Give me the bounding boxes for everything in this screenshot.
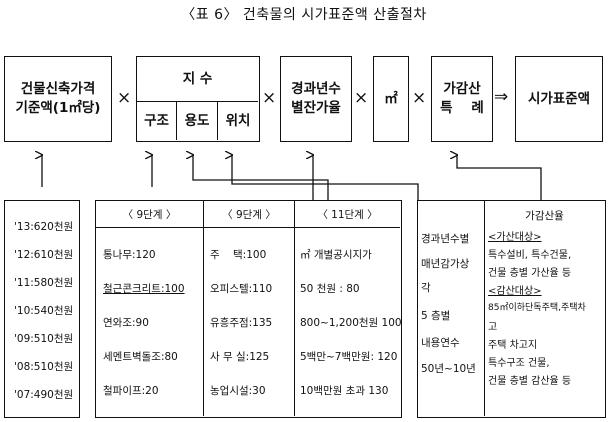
depreciation-row: 내용연수	[421, 337, 460, 349]
tables-split-2	[294, 201, 295, 416]
location-table-header: 〈 11단계 〉	[317, 208, 378, 221]
times-operator-4: ×	[412, 88, 427, 108]
structure-row: 세멘트벽돌조:80	[103, 351, 178, 363]
use-row: 농업시설:30	[210, 385, 266, 397]
structure-row: 철근콘크리트:100	[103, 283, 185, 295]
index-split-1	[176, 101, 177, 140]
structure-row: 연와조:90	[103, 317, 149, 329]
index-tables-box: 〈 9단계 〉 〈 9단계 〉 〈 11단계 〉 통나무:120 철근콘크리트:…	[95, 200, 402, 418]
year-item: '09:510천원	[14, 333, 74, 345]
adjust-row: 85㎡이하단독주택,주택차	[488, 303, 586, 313]
location-row: 800~1,200천원 100	[300, 317, 402, 329]
adjust-row: <가산대상>	[488, 232, 542, 243]
adjust-row: 고	[488, 322, 498, 333]
adjust-row: 주택 차고지	[488, 340, 538, 351]
location-row: ㎡ 개별공시지가	[300, 249, 372, 261]
use-row: 사 무 실:125	[210, 351, 270, 363]
structure-table-rows: 통나무:120 철근콘크리트:100 연와조:90 세멘트벽돌조:80 철파이프…	[103, 247, 185, 417]
depreciation-row: 50년~10년	[421, 363, 476, 375]
result-box: 시가표준액	[515, 56, 603, 142]
depreciation-row: 5 층별	[421, 310, 451, 322]
structure-row: 철파이프:20	[103, 385, 159, 397]
index-split-2	[217, 101, 218, 140]
location-row: 50 천원 : 80	[300, 283, 360, 295]
adjust-row: 건물 층별 감산율 등	[488, 376, 572, 387]
year-item: '10:540천원	[14, 305, 74, 317]
area-box: ㎡	[373, 56, 409, 142]
base-price-box: 건물신축가격 기준액(1㎡당)	[4, 56, 112, 142]
times-operator-3: ×	[354, 88, 369, 108]
adjust-row: <감산대상>	[488, 286, 542, 297]
adjust-row: 특수구조 건물,	[488, 358, 550, 369]
base-price-line-2: 기준액(1㎡당)	[15, 100, 101, 116]
index-header: 지 수	[182, 70, 213, 87]
use-table-header: 〈 9단계 〉	[222, 208, 276, 221]
location-row: 5백만~7백만원: 120	[300, 351, 398, 363]
depreciation-row: 각	[421, 282, 431, 294]
depreciation-line-2: 별잔가율	[291, 100, 341, 116]
index-cell-structure: 구조	[144, 112, 169, 129]
implies-operator: ⇒	[494, 87, 509, 107]
use-row: 유흥주점:135	[210, 317, 273, 329]
adjust-line-2: 특 례	[440, 100, 484, 116]
depreciation-box: 경과년수 별잔가율	[280, 56, 352, 142]
year-item: '08:510천원	[14, 361, 74, 373]
year-item: '11:580천원	[14, 277, 74, 289]
adjust-table-header: 가감산율	[525, 209, 564, 222]
adjust-line-1: 가감산	[443, 81, 481, 97]
structure-row: 통나무:120	[103, 249, 156, 261]
times-operator-1: ×	[117, 88, 132, 108]
index-divider	[137, 101, 258, 102]
use-row: 오피스텔:110	[210, 283, 273, 295]
depreciation-row: 매년감가상	[421, 258, 470, 270]
years-box: '13:620천원 '12:610천원 '11:580천원 '10:540천원 …	[4, 200, 80, 418]
year-item: '13:620천원	[14, 221, 74, 233]
year-item: '12:610천원	[14, 249, 74, 261]
adjust-row: 건물 층별 가산율 등	[488, 268, 572, 279]
tables-split-1	[203, 201, 204, 416]
adjust-row: 특수설비, 특수건물,	[488, 250, 572, 261]
structure-table-header: 〈 9단계 〉	[122, 208, 177, 221]
depreciation-row: 경과년수별	[421, 233, 470, 245]
depreciation-table-rows: 경과년수별 매년감가상 각 5 층별 내용연수 50년~10년	[421, 231, 476, 387]
tables-header-divider	[96, 227, 400, 228]
depreciation-line-1: 경과년수	[291, 81, 341, 97]
location-table-rows: ㎡ 개별공시지가 50 천원 : 80 800~1,200천원 100 5백만~…	[300, 247, 402, 417]
adjust-box: 가감산 특 례	[431, 56, 493, 142]
year-item: '07:490천원	[14, 389, 74, 401]
index-cell-use: 용도	[184, 112, 210, 129]
index-box: 지 수 구조 용도 위치	[136, 56, 260, 142]
table-title: 〈표 6〉 건축물의 시가표준액 산출절차	[181, 7, 427, 23]
adjust-tables-box: 경과년수별 매년감가상 각 5 층별 내용연수 50년~10년 가감산율 <가산…	[417, 200, 606, 418]
base-price-line-1: 건물신축가격	[20, 81, 96, 97]
location-row: 10백만원 초과 130	[300, 385, 389, 397]
area-label: ㎡	[384, 90, 398, 107]
index-cell-location: 위치	[225, 112, 251, 129]
use-table-rows: 주 택:100 오피스텔:110 유흥주점:135 사 무 실:125 농업시설…	[210, 247, 272, 417]
times-operator-2: ×	[262, 88, 277, 108]
adjust-table-rows: <가산대상> 특수설비, 특수건물, 건물 층별 가산율 등 <감산대상> 85…	[488, 228, 586, 390]
years-list: '13:620천원 '12:610천원 '11:580천원 '10:540천원 …	[14, 219, 73, 415]
use-row: 주 택:100	[210, 249, 267, 261]
adjust-tables-split	[484, 201, 485, 416]
result-label: 시가표준액	[527, 90, 591, 107]
